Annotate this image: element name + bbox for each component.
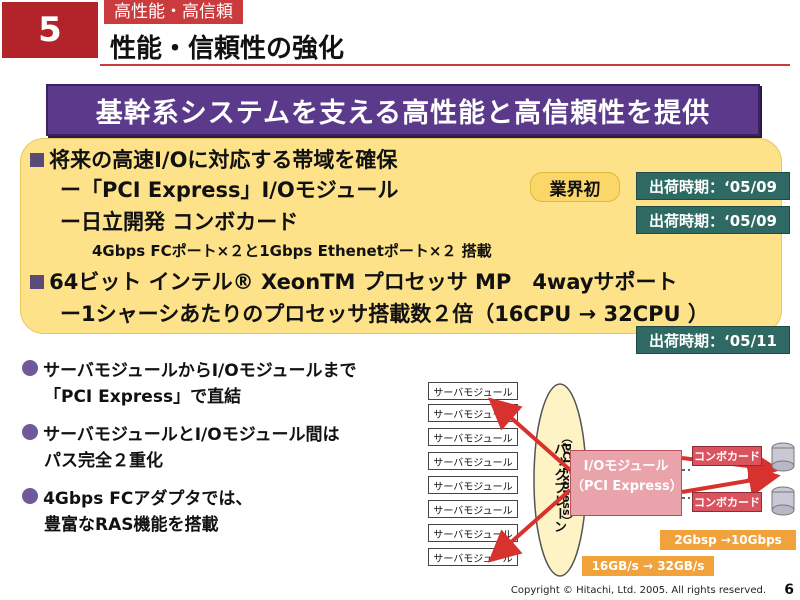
bullet-1-line1: サーバモジュールからI/Oモジュールまで xyxy=(43,361,357,381)
bullet-1-line2: 「PCI Express」で直結 xyxy=(44,387,242,407)
io-module-line2: （PCI Express） xyxy=(571,479,683,494)
item1-sub-a: ー「PCI Express」I/Oモジュール xyxy=(60,178,399,202)
item2-row: 64ビット インテル® XeonTM プロセッサ MP 4wayサポート xyxy=(30,266,678,296)
ship-date-badge-1: 出荷時期：‘05/09 xyxy=(636,172,790,200)
server-module-3: サーバモジュール xyxy=(428,428,518,446)
bullet-3-line2: 豊富なRAS機能を搭載 xyxy=(44,515,219,535)
page-number: 6 xyxy=(784,582,794,598)
bullet-2-line1: サーバモジュールとI/Oモジュール間は xyxy=(43,425,340,445)
bullet-2-line2: パス完全２重化 xyxy=(44,451,163,471)
ship-date-badge-2: 出荷時期：‘05/09 xyxy=(636,206,790,234)
square-bullet-icon xyxy=(30,275,44,289)
item1-row: 将来の高速I/Oに対応する帯域を確保 xyxy=(30,144,397,174)
industry-first-badge: 業界初 xyxy=(530,172,620,202)
item1-text: 将来の高速I/Oに対応する帯域を確保 xyxy=(49,148,398,172)
item2-sub-a: ー1シャーシあたりのプロセッサ搭載数２倍（16CPU → 32CPU ） xyxy=(60,302,709,326)
item1-sub-b: ー日立開発 コンボカード xyxy=(60,210,299,234)
feature-panel xyxy=(20,138,782,334)
square-bullet-icon xyxy=(30,153,44,167)
round-bullet-icon xyxy=(22,360,38,376)
combo-speed-label: 2Gbsp →10Gbps xyxy=(660,530,796,550)
bullet-1: サーバモジュールからI/Oモジュールまで xyxy=(22,356,357,381)
bullet-2: サーバモジュールとI/Oモジュール間は xyxy=(22,420,340,445)
header-rule xyxy=(100,64,790,66)
main-banner: 基幹系システムを支える高性能と高信頼性を提供 xyxy=(46,84,760,136)
copyright-footer: Copyright © Hitachi, Ltd. 2005. All righ… xyxy=(510,585,766,596)
bullet-3: 4Gbps FCアダプタでは、 xyxy=(22,484,252,509)
architecture-diagram: サーバモジュール サーバモジュール サーバモジュール サーバモジュール サーバモ… xyxy=(420,380,800,580)
storage-disk-icon xyxy=(771,442,795,516)
pcie-label: （PCI Express） xyxy=(560,432,573,527)
server-module-5: サーバモジュール xyxy=(428,476,518,494)
combo-card-2: コンボカード xyxy=(692,492,762,512)
io-module-line1: I/Oモジュール xyxy=(583,459,669,474)
item1-sub-b-detail: 4Gbps FCポート×２と1Gbps Ethenetポート×２ 搭載 xyxy=(92,242,492,260)
page-title: 性能・信頼性の強化 xyxy=(110,34,345,64)
bullet-3-line1: 4Gbps FCアダプタでは、 xyxy=(43,489,253,509)
io-module-box: I/Oモジュール （PCI Express） xyxy=(570,450,683,516)
combo-card-1: コンボカード xyxy=(692,446,762,466)
ship-date-badge-3: 出荷時期：‘05/11 xyxy=(636,326,790,354)
server-module-6: サーバモジュール xyxy=(428,500,518,518)
slide-number: 5 xyxy=(38,10,62,50)
category-label: 高性能・高信頼 xyxy=(104,0,243,24)
slide-number-badge: 5 xyxy=(2,2,98,58)
round-bullet-icon xyxy=(22,488,38,504)
bus-speed-label: 16GB/s → 32GB/s xyxy=(582,556,714,576)
server-module-1: サーバモジュール xyxy=(428,382,518,400)
item2-text: 64ビット インテル® XeonTM プロセッサ MP 4wayサポート xyxy=(49,270,678,294)
round-bullet-icon xyxy=(22,424,38,440)
server-module-4: サーバモジュール xyxy=(428,452,518,470)
